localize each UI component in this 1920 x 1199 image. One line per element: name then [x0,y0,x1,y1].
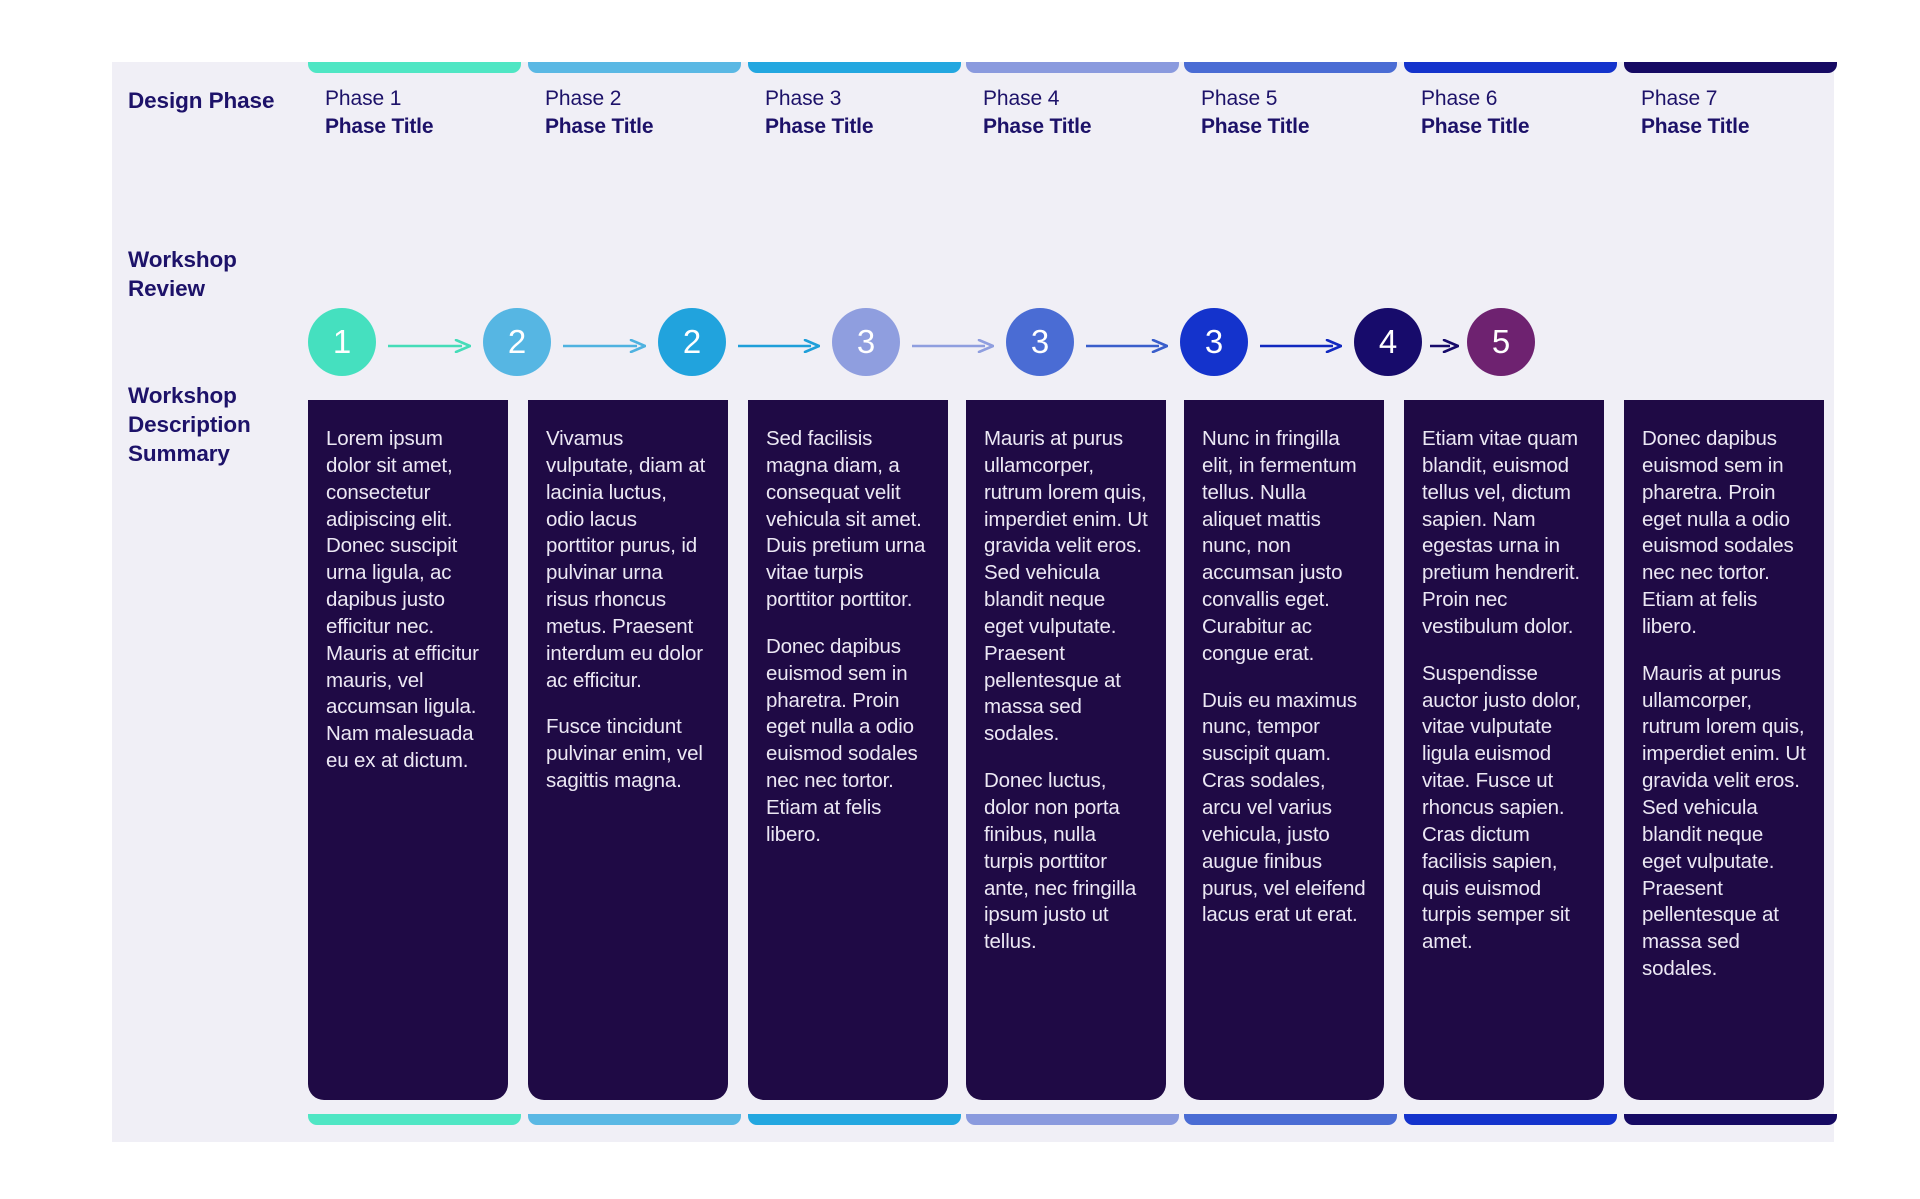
workshop-node-number-4: 3 [856,322,876,360]
phase-kicker-6: Phase 6 [1421,87,1498,110]
workshop-description-card-1[interactable]: Lorem ipsum dolor sit amet, consectetur … [308,400,508,1100]
workshop-node-number-3: 2 [682,322,702,360]
phase-title-7: Phase Title [1641,114,1750,138]
workshop-node-number-5: 3 [1030,322,1050,360]
phase-accent-bar-top-1 [308,62,521,73]
phase-header-3: Phase 3 Phase Title [765,85,873,141]
phase-title-5: Phase Title [1201,114,1310,138]
phase-accent-bar-bottom-2 [528,1114,741,1125]
row-label-workshop-description-summary: Workshop Description Summary [128,383,251,466]
workshop-description-card-7[interactable]: Donec dapibus euismod sem in pharetra. P… [1624,400,1824,1100]
phase-title-1: Phase Title [325,114,434,138]
phase-accent-bar-top-3 [748,62,961,73]
phase-accent-bar-top-7 [1624,62,1837,73]
workshop-node-3[interactable]: 2 [658,308,726,376]
workshop-node-number-6: 3 [1204,322,1224,360]
description-paragraph: Vivamus vulputate, diam at lacinia luctu… [546,427,706,692]
phase-kicker-5: Phase 5 [1201,87,1278,110]
infographic-board: Design Phase Workshop Review Workshop De… [112,62,1837,1142]
workshop-arrow-1 [388,339,471,353]
workshop-arrow-final [1430,339,1459,353]
workshop-arrow-6 [1260,339,1342,353]
workshop-node-number-final: 5 [1491,322,1511,360]
workshop-node-1[interactable]: 1 [308,308,376,376]
description-paragraph: Donec luctus, dolor non porta finibus, n… [984,769,1137,954]
workshop-node-5[interactable]: 3 [1006,308,1074,376]
workshop-description-card-4[interactable]: Mauris at purus ullamcorper, rutrum lore… [966,400,1166,1100]
workshop-node-2[interactable]: 2 [483,308,551,376]
description-paragraph: Lorem ipsum dolor sit amet, consectetur … [326,427,479,773]
phase-header-2: Phase 2 Phase Title [545,85,653,141]
workshop-description-card-5[interactable]: Nunc in fringilla elit, in fermentum tel… [1184,400,1384,1100]
phase-header-4: Phase 4 Phase Title [983,85,1091,141]
phase-header-1: Phase 1 Phase Title [325,85,433,141]
description-paragraph: Suspendisse auctor justo dolor, vitae vu… [1422,661,1581,954]
workshop-node-number-1: 1 [332,322,352,360]
workshop-arrow-3 [738,339,820,353]
phase-kicker-1: Phase 1 [325,87,402,110]
description-paragraph: Nunc in fringilla elit, in fermentum tel… [1202,427,1357,665]
workshop-review-flow: 1 2 2 3 3 3 4 5 [112,308,1834,388]
phase-kicker-2: Phase 2 [545,87,622,110]
row-label-design-phase: Design Phase [128,88,275,113]
description-paragraph: Mauris at purus ullamcorper, rutrum lore… [1642,661,1806,981]
description-paragraph: Duis eu maximus nunc, tempor suscipit qu… [1202,688,1366,927]
workshop-node-final[interactable]: 5 [1467,308,1535,376]
workshop-arrow-5 [1086,339,1168,353]
phase-accent-bar-bottom-1 [308,1114,521,1125]
description-paragraph: Donec dapibus euismod sem in pharetra. P… [766,634,918,846]
description-paragraph: Mauris at purus ullamcorper, rutrum lore… [984,427,1148,746]
phase-header-7: Phase 7 Phase Title [1641,85,1749,141]
workshop-node-6[interactable]: 3 [1180,308,1248,376]
phase-accent-bar-top-5 [1184,62,1397,73]
row-label-workshop-review: Workshop Review [128,247,237,301]
workshop-node-7[interactable]: 4 [1354,308,1422,376]
description-paragraph: Donec dapibus euismod sem in pharetra. P… [1642,427,1794,638]
phase-title-3: Phase Title [765,114,874,138]
phase-accent-bar-bottom-6 [1404,1114,1617,1125]
phase-accent-bar-bottom-3 [748,1114,961,1125]
workshop-description-card-6[interactable]: Etiam vitae quam blandit, euismod tellus… [1404,400,1604,1100]
phase-accent-bar-bottom-4 [966,1114,1179,1125]
workshop-arrow-2 [563,339,646,353]
workshop-arrow-4 [912,339,994,353]
phase-kicker-3: Phase 3 [765,87,842,110]
phase-accent-bar-bottom-5 [1184,1114,1397,1125]
workshop-description-card-3[interactable]: Sed facilisis magna diam, a consequat ve… [748,400,948,1100]
phase-kicker-4: Phase 4 [983,87,1060,110]
phase-accent-bar-bottom-7 [1624,1114,1837,1125]
workshop-node-number-2: 2 [507,322,527,360]
description-paragraph: Sed facilisis magna diam, a consequat ve… [766,427,926,612]
workshop-node-4[interactable]: 3 [832,308,900,376]
workshop-node-number-7: 4 [1378,322,1398,360]
description-paragraph: Etiam vitae quam blandit, euismod tellus… [1422,427,1580,638]
phase-accent-bar-top-2 [528,62,741,73]
workshop-description-card-2[interactable]: Vivamus vulputate, diam at lacinia luctu… [528,400,728,1100]
phase-title-2: Phase Title [545,114,654,138]
phase-kicker-7: Phase 7 [1641,87,1718,110]
phase-accent-bar-top-4 [966,62,1179,73]
description-paragraph: Fusce tincidunt pulvinar enim, vel sagit… [546,715,703,793]
phase-accent-bar-top-6 [1404,62,1617,73]
phase-header-5: Phase 5 Phase Title [1201,85,1309,141]
phase-title-4: Phase Title [983,114,1092,138]
phase-header-6: Phase 6 Phase Title [1421,85,1529,141]
phase-title-6: Phase Title [1421,114,1530,138]
